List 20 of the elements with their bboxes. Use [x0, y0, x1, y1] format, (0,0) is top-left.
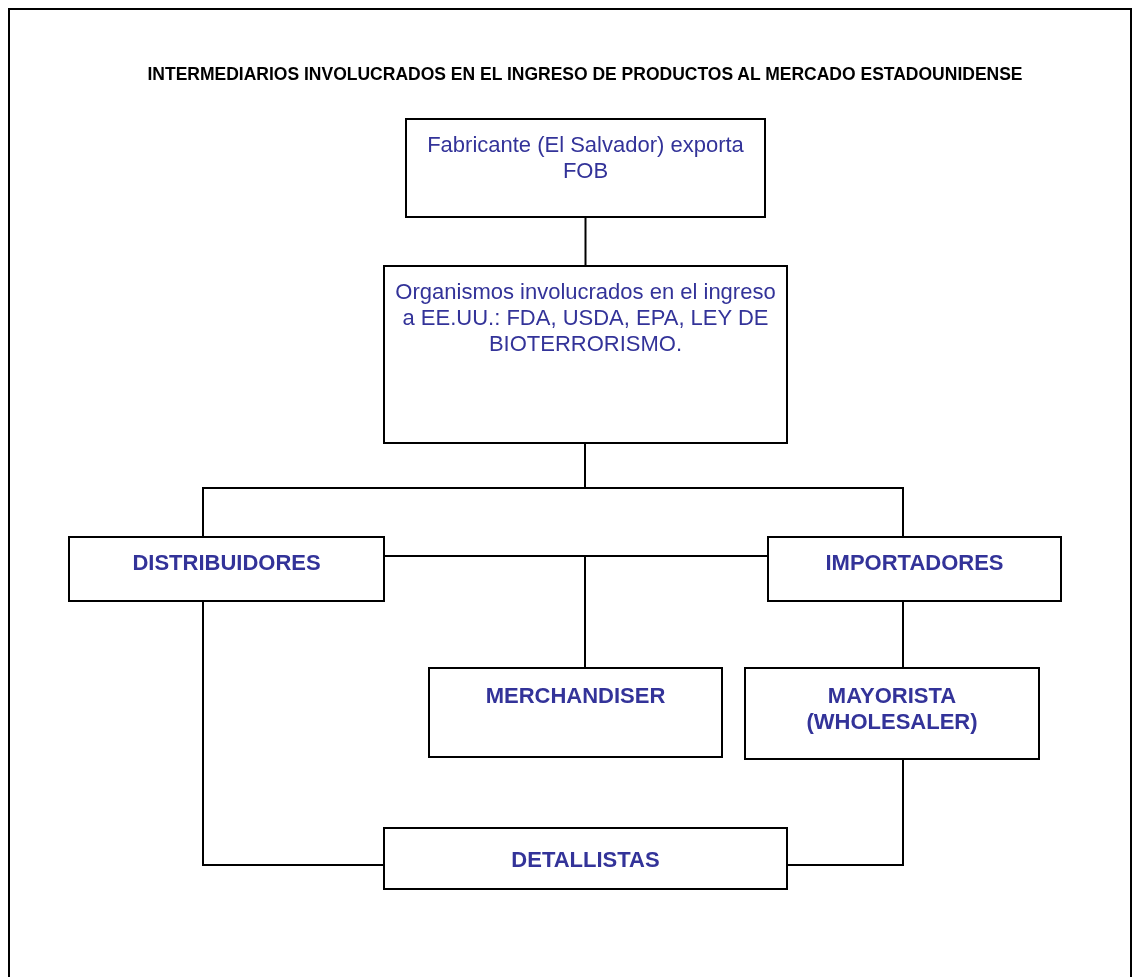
box-label: Organismos involucrados en el ingreso a EE.UU.: FDA, USDA, EPA, LEY DE BIOTERRORISMO. [394, 279, 777, 357]
box-label: MAYORISTA (WHOLESALER) [805, 683, 979, 735]
org-box [428, 667, 723, 758]
box-label: Fabricante (El Salvador) exporta FOB [426, 132, 745, 184]
box-label: MERCHANDISER [485, 683, 666, 709]
org-box [744, 667, 1040, 760]
org-box [383, 827, 788, 890]
diagram-title: INTERMEDIARIOS INVOLUCRADOS EN EL INGRESO DE PRODUCTOS AL MERCADO ESTADOUNIDENSE [146, 64, 1024, 84]
org-box [767, 536, 1062, 602]
connector-line [584, 555, 768, 668]
connector-line [902, 601, 904, 668]
box-label: DETALLISTAS [511, 847, 660, 873]
box-label: IMPORTADORES [825, 550, 1004, 576]
org-box [68, 536, 385, 602]
org-box [383, 265, 788, 444]
org-box [405, 118, 766, 218]
connector-line [787, 759, 904, 866]
box-label: DISTRIBUIDORES [132, 550, 321, 576]
connector-line [202, 601, 384, 866]
connector-line [584, 217, 587, 266]
